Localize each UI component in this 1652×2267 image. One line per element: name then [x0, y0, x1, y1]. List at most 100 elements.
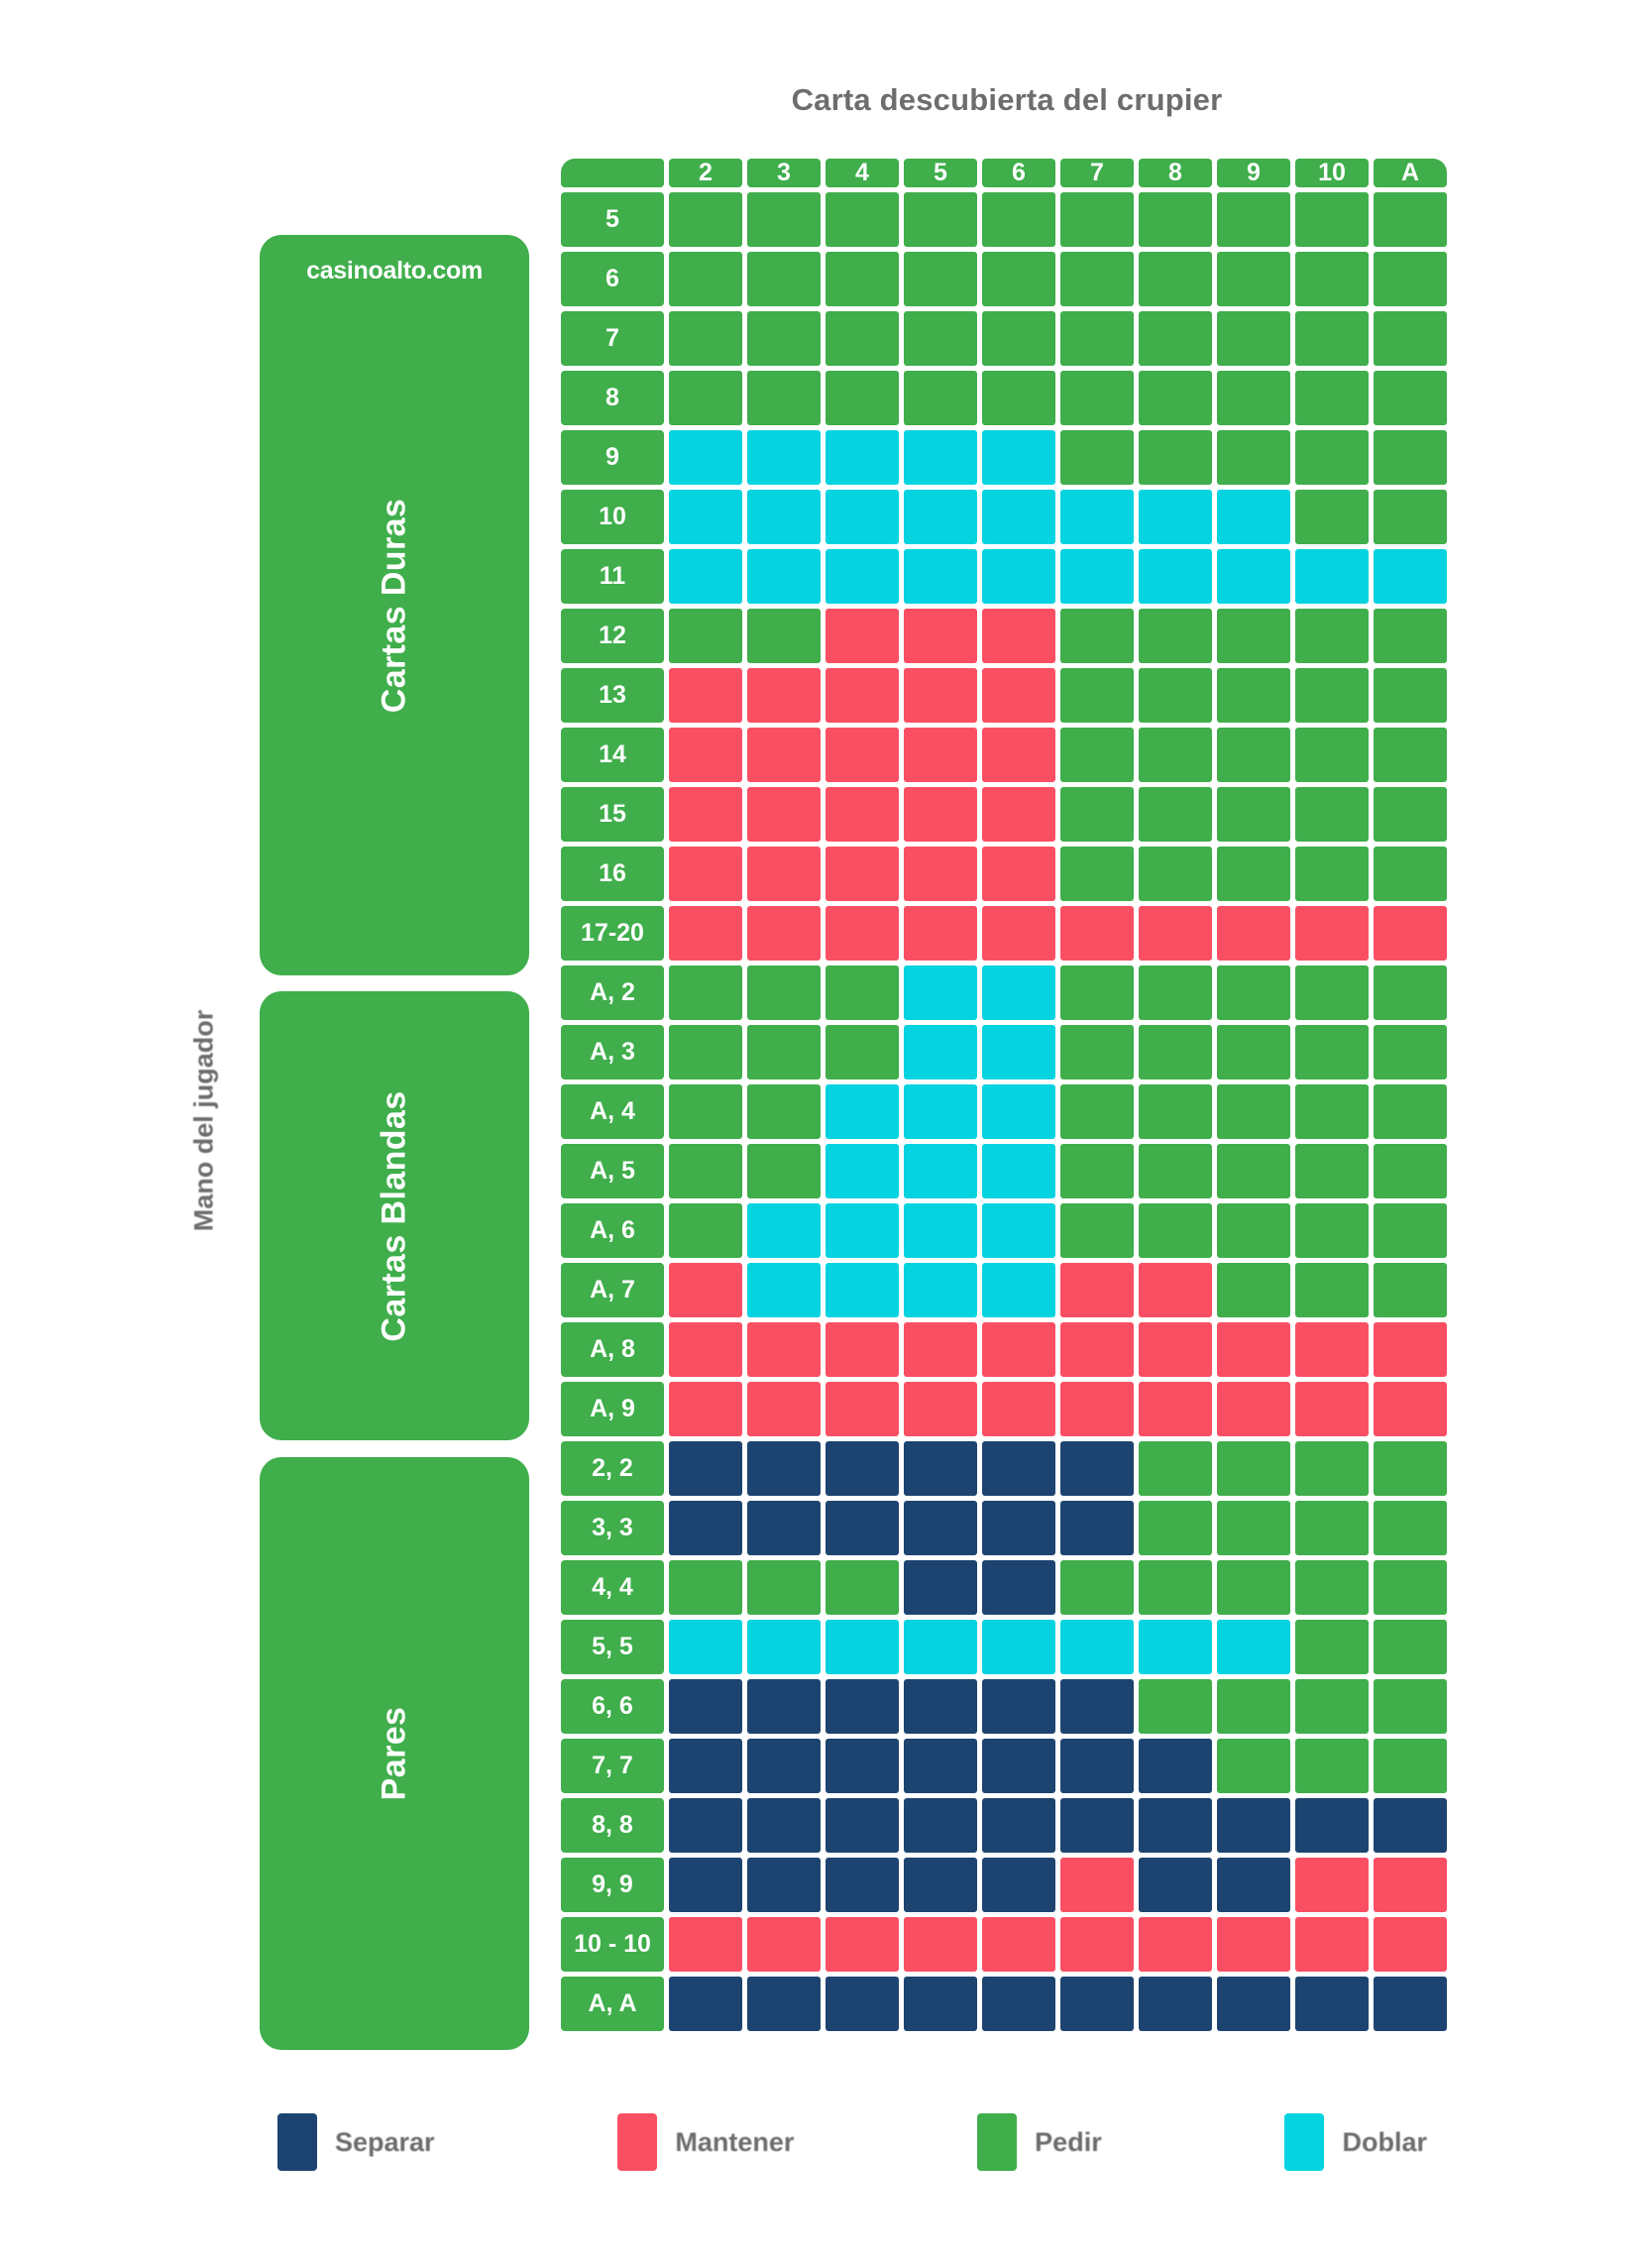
strategy-cell [1217, 668, 1290, 723]
strategy-cell [669, 1025, 742, 1079]
strategy-cell [982, 1263, 1055, 1317]
strategy-cell [1139, 1560, 1212, 1615]
strategy-cell [826, 1322, 899, 1377]
strategy-cell [669, 1679, 742, 1734]
strategy-cell [1060, 1798, 1134, 1853]
strategy-cell [826, 787, 899, 842]
strategy-cell [1374, 1322, 1447, 1377]
category-label-hard: Cartas Duras [375, 498, 413, 713]
strategy-cell [1139, 668, 1212, 723]
strategy-cell [1217, 490, 1290, 544]
grid-corner-blank [561, 159, 664, 187]
strategy-cell [982, 549, 1055, 604]
strategy-cell [1060, 965, 1134, 1020]
strategy-cell [1060, 1977, 1134, 2031]
strategy-cell [826, 1501, 899, 1555]
strategy-cell [747, 965, 821, 1020]
strategy-cell [904, 1858, 977, 1912]
row-label-pairs-55: 5, 5 [561, 1620, 664, 1674]
strategy-cell [904, 490, 977, 544]
strategy-cell [669, 1441, 742, 1496]
strategy-cell [1139, 1144, 1212, 1198]
strategy-cell [982, 1739, 1055, 1793]
category-label-soft: Cartas Blandas [375, 1089, 413, 1342]
dealer-upcard-header-9: 9 [1217, 159, 1290, 187]
strategy-cell [982, 965, 1055, 1020]
strategy-cell [1060, 728, 1134, 782]
strategy-cell [1139, 192, 1212, 247]
strategy-cell [669, 965, 742, 1020]
strategy-cell [1295, 490, 1369, 544]
strategy-cell [982, 192, 1055, 247]
strategy-cell [1217, 1977, 1290, 2031]
strategy-cell [904, 1084, 977, 1139]
strategy-cell [669, 549, 742, 604]
strategy-cell [1060, 549, 1134, 604]
strategy-cell [1374, 1084, 1447, 1139]
strategy-cell [982, 252, 1055, 306]
strategy-cell [1295, 430, 1369, 485]
strategy-cell [669, 1322, 742, 1377]
strategy-cell [1374, 1441, 1447, 1496]
strategy-cell [1295, 847, 1369, 901]
row-label-soft-A5: A, 5 [561, 1144, 664, 1198]
row-label-hard-8: 8 [561, 371, 664, 425]
strategy-cell [904, 609, 977, 663]
row-label-soft-A7: A, 7 [561, 1263, 664, 1317]
row-label-hard-10: 10 [561, 490, 664, 544]
strategy-cell [1374, 192, 1447, 247]
row-label-pairs-99: 9, 9 [561, 1858, 664, 1912]
strategy-cell [1374, 1977, 1447, 2031]
strategy-cell [826, 549, 899, 604]
strategy-cell [1217, 1382, 1290, 1436]
strategy-cell [1374, 549, 1447, 604]
strategy-cell [1295, 728, 1369, 782]
strategy-cell [1217, 906, 1290, 961]
strategy-cell [1217, 1084, 1290, 1139]
strategy-cell [904, 1382, 977, 1436]
strategy-cell [747, 1560, 821, 1615]
strategy-cell [982, 1798, 1055, 1853]
strategy-cell [669, 847, 742, 901]
strategy-cell [1295, 1501, 1369, 1555]
strategy-cell [826, 311, 899, 366]
strategy-cell [1217, 728, 1290, 782]
strategy-cell [1295, 1263, 1369, 1317]
strategy-cell [1217, 965, 1290, 1020]
strategy-cell [826, 1917, 899, 1972]
strategy-cell [904, 549, 977, 604]
strategy-cell [1295, 549, 1369, 604]
strategy-cell [1217, 1620, 1290, 1674]
strategy-cell [1060, 1679, 1134, 1734]
strategy-cell [1060, 1739, 1134, 1793]
strategy-cell [1060, 1144, 1134, 1198]
strategy-cell [904, 728, 977, 782]
legend-item-hit: Pedir [977, 2113, 1102, 2171]
strategy-cell [904, 668, 977, 723]
strategy-cell [982, 1560, 1055, 1615]
strategy-cell [1060, 1858, 1134, 1912]
strategy-cell [1060, 609, 1134, 663]
legend-item-double: Doblar [1284, 2113, 1427, 2171]
strategy-cell [1217, 609, 1290, 663]
strategy-cell [1060, 252, 1134, 306]
strategy-cell [1374, 1560, 1447, 1615]
strategy-cell [826, 1858, 899, 1912]
strategy-cell [1139, 1977, 1212, 2031]
strategy-cell [1374, 1679, 1447, 1734]
strategy-cell [826, 668, 899, 723]
strategy-cell [1374, 311, 1447, 366]
strategy-cell [747, 1203, 821, 1258]
strategy-cell [1139, 1263, 1212, 1317]
strategy-cell [1295, 1798, 1369, 1853]
row-label-hard-9: 9 [561, 430, 664, 485]
row-label-pairs-AA: A, A [561, 1977, 664, 2031]
row-label-pairs-66: 6, 6 [561, 1679, 664, 1734]
strategy-cell [1295, 1441, 1369, 1496]
strategy-cell [669, 371, 742, 425]
dealer-upcard-header-2: 2 [669, 159, 742, 187]
strategy-cell [1374, 1917, 1447, 1972]
strategy-cell [1139, 1441, 1212, 1496]
strategy-cell [1295, 1679, 1369, 1734]
strategy-cell [669, 1084, 742, 1139]
